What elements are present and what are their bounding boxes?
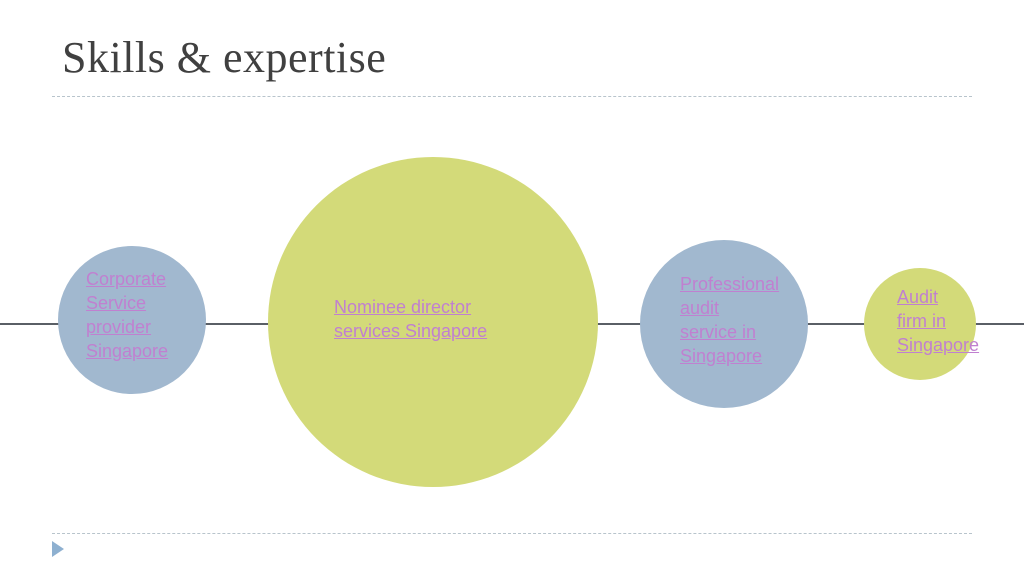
bottom-divider <box>52 533 972 534</box>
circle-audit-firm <box>864 268 976 380</box>
professional-audit-link[interactable]: Professional audit service in Singapore <box>680 274 780 366</box>
corporate-service-link[interactable]: Corporate Service provider Singapore <box>86 269 169 361</box>
nominee-director-link[interactable]: Nominee director services Singapore <box>334 297 488 341</box>
circle-nominee-director <box>268 157 598 487</box>
top-divider <box>52 96 972 97</box>
triangle-right-icon[interactable] <box>52 541 64 557</box>
slide-title: Skills & expertise <box>62 33 387 82</box>
circle-corporate-service <box>58 246 206 394</box>
audit-firm-link[interactable]: Audit firm in Singapore <box>897 287 980 355</box>
circle-professional-audit <box>640 240 808 408</box>
